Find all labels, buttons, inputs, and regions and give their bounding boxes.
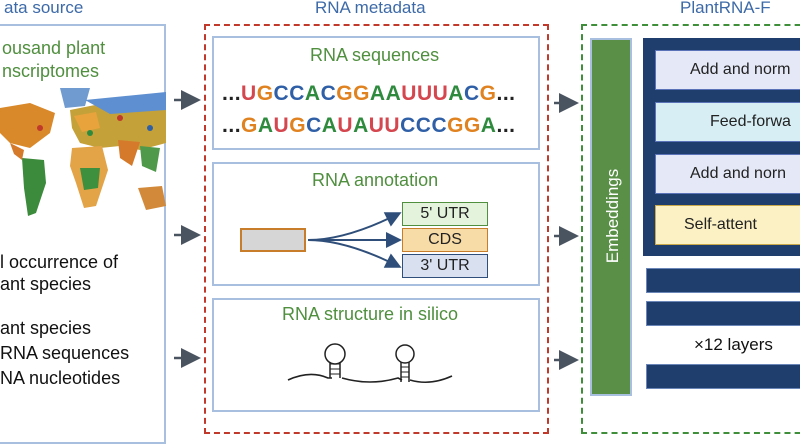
map-central-america [10, 143, 24, 160]
embeddings-block [590, 38, 632, 396]
map-dot-c [87, 130, 93, 136]
transcript-block [240, 228, 306, 252]
rna-structure-drawing [287, 343, 453, 384]
stat-occurrence-line1: l occurrence of [0, 252, 119, 272]
rna-sequence-2: ...GAUGCAUAUUCCCGGA... [222, 114, 516, 137]
arrow-to-5utr [307, 212, 402, 241]
annotation-arrows [307, 212, 402, 268]
cds-label: CDS [402, 228, 488, 252]
map-dot-b [117, 115, 123, 121]
loop2 [395, 344, 415, 364]
transcriptomes-label-line2: nscriptomes [2, 61, 100, 81]
layer-bar-3 [646, 364, 800, 389]
stat-nucleotides: NA nucleotides [0, 368, 121, 388]
add-norm-bottom: Add and norn [655, 154, 800, 194]
map-se-asia [140, 146, 160, 172]
rna-metadata-title: RNA metadata [315, 0, 426, 17]
rna-sequence-1: ...UGCCACGGAAUUUACG... [222, 82, 516, 105]
data-source-title: ata source [4, 0, 84, 17]
rna-structure-box [212, 298, 540, 412]
map-africa-center [80, 168, 100, 190]
utr3-label: 3' UTR [402, 254, 488, 278]
rna-structure-title: RNA structure in silico [282, 304, 459, 324]
layer-bar-2 [646, 301, 800, 326]
arrows-right [554, 93, 579, 370]
map-south-america [22, 158, 46, 216]
transcriptomes-label-line1: ousand plant [2, 38, 106, 58]
map-north-america [0, 103, 55, 148]
self-attention: Self-attent [655, 205, 800, 245]
feed-forward: Feed-forwa [655, 102, 800, 142]
layers-label: ×12 layers [694, 335, 773, 354]
world-map [0, 88, 166, 216]
loop1 [324, 343, 346, 365]
rna-annotation-title: RNA annotation [312, 170, 439, 190]
rna-sequences-title: RNA sequences [310, 45, 440, 65]
map-greenland [60, 88, 90, 108]
embeddings-label: Embeddings [603, 168, 622, 264]
layer-bar-1 [646, 268, 800, 293]
plantrna-model-title: PlantRNA-F [680, 0, 771, 17]
map-europe [74, 112, 100, 132]
utr5-label: 5' UTR [402, 202, 488, 226]
arrow-to-3utr [307, 239, 402, 268]
map-south-asia [118, 140, 140, 166]
stat-species: ant species [0, 318, 92, 338]
map-dot-d [147, 125, 153, 131]
stat-occurrence-line2: ant species [0, 274, 92, 294]
rna-annotation-box [212, 162, 540, 286]
rna-backbone [287, 373, 453, 384]
map-eurasia-north [85, 92, 166, 114]
add-norm-top: Add and norm [655, 50, 800, 90]
stat-sequences: RNA sequences [0, 343, 130, 363]
rna-sequences-box [212, 36, 540, 150]
map-dot-a [37, 125, 43, 131]
map-australia [138, 186, 166, 210]
arrows-left [174, 90, 201, 368]
